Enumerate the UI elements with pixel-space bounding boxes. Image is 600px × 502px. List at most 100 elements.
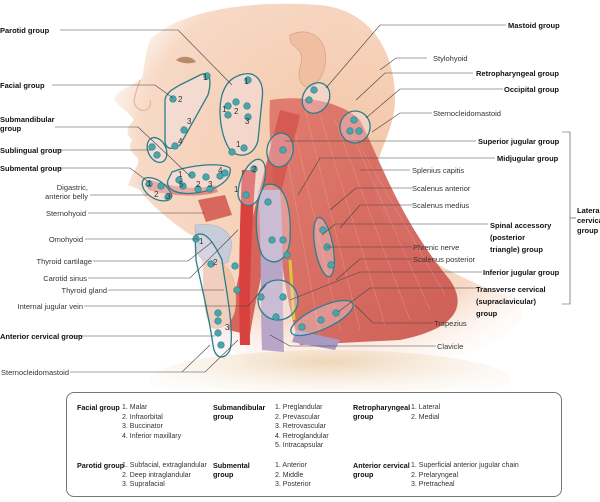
legend-list-facial: 1. Malar 2. Infraorbital 3. Buccinator 4… — [122, 403, 181, 441]
label-anterior-cervical-group: Anterior cervical group — [0, 332, 83, 341]
legend-title-submandibular: Submandibular group — [213, 403, 266, 421]
label-thyroid-cartilage: Thyroid cartilage — [36, 257, 92, 266]
submental-node-number: 2 — [154, 190, 159, 199]
submandibular-node-number: 3 — [208, 180, 213, 189]
facial-group-outline — [164, 73, 211, 149]
legend-item: 3. Buccinator — [122, 423, 163, 431]
legend-item: 1. Anterior — [275, 462, 307, 469]
lymph-node-dot — [264, 198, 272, 206]
legend-item: 4. Inferior maxillary — [122, 432, 182, 440]
lymph-node-dot — [221, 169, 229, 177]
mastoid-group-outline — [301, 82, 331, 114]
label-sublingual-group: Sublingual group — [0, 146, 62, 155]
submental-node-number: 1 — [147, 179, 152, 188]
legend-list-anterior-cervical: 1. Superficial anterior jugular chain 2.… — [411, 461, 519, 490]
label-internal-jugular-vein: Internal jugular vein — [17, 302, 83, 311]
facial-node-number: 3 — [187, 117, 192, 126]
parotid-node-number: 2 — [234, 107, 239, 116]
lymph-node-dot — [206, 185, 214, 193]
lymph-node-dot — [169, 95, 177, 103]
lymph-node-groups — [141, 73, 371, 358]
label-transverse-cervical-group: Transverse cervical (supraclavicular) gr… — [476, 285, 546, 318]
legend-item: 2. Middle — [275, 471, 304, 479]
legend-title-retropharyngeal: Retropharyngeal group — [353, 403, 411, 421]
lymph-node-dot — [232, 98, 240, 106]
lymph-node-dot — [350, 116, 358, 124]
legend-title-anterior-cervical: Anterior cervical group — [353, 461, 410, 479]
lymph-node-dot — [272, 313, 280, 321]
facial-node-number: 4 — [178, 137, 183, 146]
anterior-cervical-group-outline — [194, 233, 233, 358]
lymph-node-dot — [279, 293, 287, 301]
lymph-node-dot — [228, 148, 236, 156]
legend-title-facial: Facial group — [77, 403, 120, 412]
legend-item: 3. Pretracheal — [411, 481, 455, 489]
label-occipital-group: Occipital group — [504, 85, 560, 94]
label-retropharyngeal-group: Retropharyngeal group — [476, 69, 559, 78]
parotid-node-number: 1 — [244, 77, 249, 86]
lymph-node-dot — [148, 143, 156, 151]
lymph-node-dot — [175, 176, 183, 184]
lymph-node-dot — [202, 173, 210, 181]
lymph-node-dot — [217, 341, 225, 349]
parotid-node-number: 3 — [245, 117, 250, 126]
lymph-node-dot — [244, 113, 252, 121]
legend-item: 2. Infraorbital — [122, 413, 163, 421]
lymph-node-dot — [240, 144, 248, 152]
lymph-node-dot — [298, 323, 306, 331]
submental-node-number: 3 — [166, 192, 171, 201]
legend-list-submandibular: 1. Preglandular 2. Prevascular 3. Retrov… — [275, 403, 329, 451]
lymph-node-dot — [214, 309, 222, 317]
lymph-node-dot — [179, 182, 187, 190]
label-scalenus-posterior: Scalenus posterior — [413, 255, 476, 264]
lymph-node-dot — [224, 111, 232, 119]
facial-node-number: 1 — [203, 73, 208, 82]
legend-item: 1. Subfacial, extraglandular — [122, 462, 207, 469]
lymph-node-dot — [194, 185, 202, 193]
lymph-node-dot — [310, 86, 318, 94]
lymph-node-dot — [180, 126, 188, 134]
legend-list-retropharyngeal: 1. Lateral 2. Medial — [411, 403, 440, 422]
lymph-node-dot — [242, 191, 250, 199]
legend-item: 3. Posterior — [275, 481, 311, 489]
internal-jugular-vein-shape — [258, 190, 284, 352]
label-scalenus-anterior: Scalenus anterior — [412, 184, 471, 193]
lymph-node-dot — [346, 127, 354, 135]
jugular-node-number: 2 — [252, 165, 257, 174]
legend-item: 3. Retrovascular — [275, 423, 326, 431]
label-spinal-accessory-group: Spinal accessory (posterior triangle) gr… — [490, 221, 552, 254]
lymph-node-dot — [244, 76, 252, 84]
lymph-node-dot — [233, 286, 241, 294]
parotid-node-number: 1 — [222, 105, 227, 114]
anterior-cervical-node-number: 1 — [199, 237, 204, 246]
label-omohyoid: Omohyoid — [48, 235, 83, 244]
label-splenius-capitis: Splenius capitis — [412, 166, 465, 175]
legend-item: 1. Lateral — [411, 404, 441, 411]
legend-box: Facial group 1. Malar 2. Infraorbital 3.… — [66, 392, 562, 497]
label-sternocleidomastoid-bottom: Sternocleidomastoid — [1, 368, 69, 377]
label-scalenus-medius: Scalenus medius — [412, 201, 470, 210]
legend-item: 1. Superficial anterior jugular chain — [411, 462, 519, 469]
leader-lines — [52, 24, 576, 373]
legend-title-submental: Submental group — [213, 461, 250, 479]
submandibular-node-number: 1 — [178, 170, 183, 179]
legend-item: 5. Intracapsular — [275, 442, 324, 450]
legend-item: 4. Retroglandular — [275, 432, 329, 440]
midjugular-group-outline — [255, 183, 291, 263]
ear — [289, 31, 327, 88]
label-superior-jugular-group: Superior jugular group — [478, 137, 560, 146]
submandibular-node-number: 2 — [196, 180, 201, 189]
legend-item: 2. Prevascular — [275, 413, 320, 421]
phrenic-nerve-shape — [288, 259, 296, 321]
lymph-node-dot — [164, 193, 172, 201]
lymph-node-dot — [268, 236, 276, 244]
label-stylohyoid: Stylohyoid — [433, 54, 468, 63]
legend-list-parotid: 1. Subfacial, extraglandular 2. Deep int… — [122, 461, 207, 490]
label-midjugular-group: Midjugular group — [497, 154, 559, 163]
node-numbers: 1 2 3 4 1 2 3 1 1 1 2 3 4 5 1 2 3 1 2 3 … — [147, 73, 257, 332]
lymph-node-dot — [231, 262, 239, 270]
lymph-node-dot — [188, 171, 196, 179]
label-sternocleidomastoid-top: Sternocleidomastoid — [433, 109, 501, 118]
submandibular-node-number: 4 — [218, 166, 223, 175]
label-facial-group: Facial group — [0, 81, 45, 90]
